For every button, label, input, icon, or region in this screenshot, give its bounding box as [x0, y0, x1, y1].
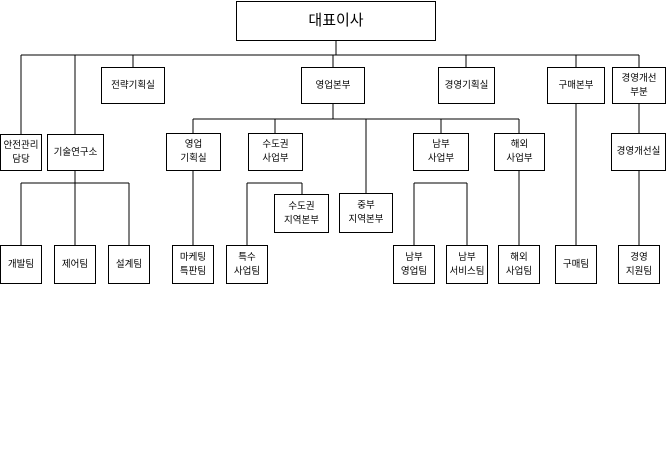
- development-team-box: 개발팀: [0, 245, 42, 284]
- purchasing-team-box: 구매팀: [555, 245, 597, 284]
- ceo-box: 대표이사: [236, 1, 436, 41]
- special-business-team-box: 특수 사업팀: [226, 245, 268, 284]
- overseas-division-box: 해외 사업부: [494, 133, 545, 171]
- strategy-office-box: 전략기획실: [101, 67, 165, 104]
- capital-area-division-box: 수도권 사업부: [248, 133, 303, 171]
- mgmt-improvement-division-box: 경영개선 부분: [612, 67, 666, 104]
- central-regional-hq-box: 중부 지역본부: [339, 193, 393, 233]
- south-service-team-box: 남부 서비스팀: [446, 245, 488, 284]
- marketing-special-sales-team-box: 마케팅 특판팀: [172, 245, 214, 284]
- design-team-box: 설계팀: [108, 245, 150, 284]
- sales-hq-box: 영업본부: [301, 67, 365, 104]
- south-division-box: 남부 사업부: [413, 133, 469, 171]
- control-team-box: 제어팀: [54, 245, 96, 284]
- overseas-business-team-box: 해외 사업팀: [498, 245, 540, 284]
- sales-planning-office-box: 영업 기획실: [166, 133, 221, 171]
- mgmt-improvement-office-box: 경영개선실: [611, 133, 666, 171]
- management-support-team-box: 경영 지원팀: [618, 245, 660, 284]
- safety-management-box: 안전관리 담당: [0, 134, 42, 171]
- capital-area-regional-hq-box: 수도권 지역본부: [274, 194, 329, 233]
- mgmt-planning-office-box: 경영기획실: [438, 67, 495, 104]
- purchasing-hq-box: 구매본부: [547, 67, 605, 104]
- south-sales-team-box: 남부 영업팀: [393, 245, 435, 284]
- rnd-center-box: 기술연구소: [47, 134, 104, 171]
